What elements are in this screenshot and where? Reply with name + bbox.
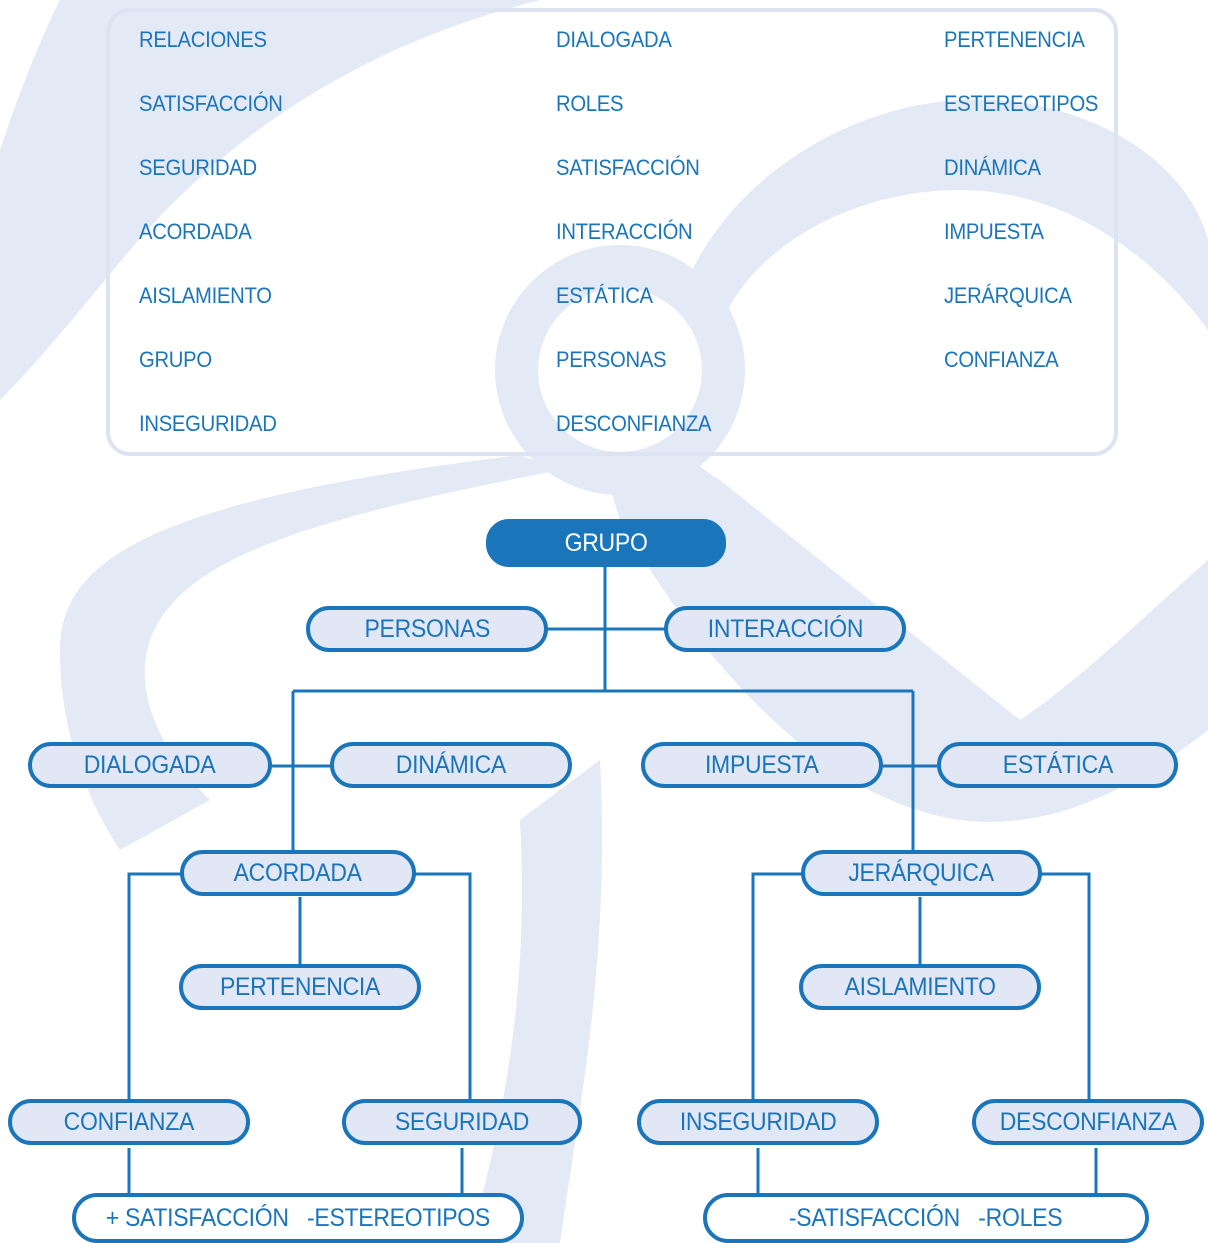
word-col2-2: ROLES (556, 91, 624, 116)
node-result-left: + SATISFACCIÓN -ESTEREOTIPOS (72, 1193, 524, 1243)
node-interaccion: INTERACCIÓN (664, 606, 906, 652)
node-confianza: CONFIANZA (8, 1099, 250, 1145)
connector-jerarquica-desconfianza (1040, 872, 1091, 1101)
node-desconfianza: DESCONFIANZA (972, 1099, 1204, 1145)
node-dinamica: DINÁMICA (330, 742, 572, 788)
word-col1-2: SATISFACCIÓN (139, 91, 283, 116)
node-personas: PERSONAS (306, 606, 548, 652)
word-col1-7: INSEGURIDAD (139, 411, 277, 436)
word-col3-4: IMPUESTA (944, 219, 1044, 244)
node-inseguridad: INSEGURIDAD (637, 1099, 879, 1145)
word-col2-1: DIALOGADA (556, 27, 672, 52)
node-dialogada: DIALOGADA (28, 742, 272, 788)
word-col2-3: SATISFACCIÓN (556, 155, 700, 180)
node-estatica: ESTÁTICA (937, 742, 1178, 788)
word-col3-6: CONFIANZA (944, 347, 1059, 372)
node-aislamiento: AISLAMIENTO (799, 964, 1041, 1010)
word-col2-6: PERSONAS (556, 347, 667, 372)
word-list-box (106, 8, 1118, 456)
word-col1-3: SEGURIDAD (139, 155, 257, 180)
node-jerarquica: JERÁRQUICA (801, 850, 1042, 896)
node-impuesta: IMPUESTA (641, 742, 883, 788)
node-pertenencia: PERTENENCIA (179, 964, 421, 1010)
node-grupo: GRUPO (486, 519, 726, 567)
word-col3-5: JERÁRQUICA (944, 283, 1072, 308)
word-col1-4: ACORDADA (139, 219, 252, 244)
connector-acordada-confianza (127, 872, 182, 1123)
word-col3-3: DINÁMICA (944, 155, 1041, 180)
word-col3-2: ESTEREOTIPOS (944, 91, 1099, 116)
word-col3-1: PERTENENCIA (944, 27, 1085, 52)
connector-acordada-seguridad (412, 872, 472, 1101)
connector-jerarquica-inseguridad (751, 872, 803, 1101)
node-result-right: -SATISFACCIÓN -ROLES (703, 1193, 1149, 1243)
word-col1-1: RELACIONES (139, 27, 267, 52)
word-col2-4: INTERACCIÓN (556, 219, 693, 244)
word-col1-6: GRUPO (139, 347, 212, 372)
node-seguridad: SEGURIDAD (342, 1099, 582, 1145)
word-col1-5: AISLAMIENTO (139, 283, 272, 308)
node-acordada: ACORDADA (180, 850, 416, 896)
word-col2-7: DESCONFIANZA (556, 411, 712, 436)
word-col2-5: ESTÁTICA (556, 283, 653, 308)
